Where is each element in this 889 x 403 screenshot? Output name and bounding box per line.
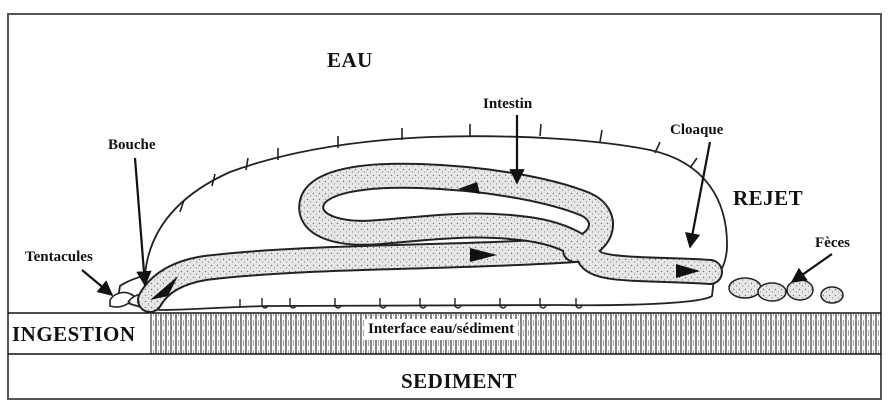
label-feces: Fèces — [815, 236, 850, 251]
feces-pellets — [729, 278, 843, 303]
label-sediment: SEDIMENT — [401, 371, 517, 392]
label-rejection: REJET — [733, 188, 803, 209]
arrow-tentacules — [82, 270, 112, 295]
label-tentacles: Tentacules — [25, 250, 93, 265]
arrow-feces — [792, 254, 832, 282]
label-intestine: Intestin — [483, 97, 532, 112]
label-cloaca: Cloaque — [670, 123, 723, 138]
label-interface: Interface eau/sédiment — [364, 319, 518, 340]
label-mouth: Bouche — [108, 138, 156, 153]
label-water: EAU — [327, 50, 373, 71]
arrow-bouche — [135, 158, 145, 285]
label-ingestion: INGESTION — [12, 324, 136, 345]
